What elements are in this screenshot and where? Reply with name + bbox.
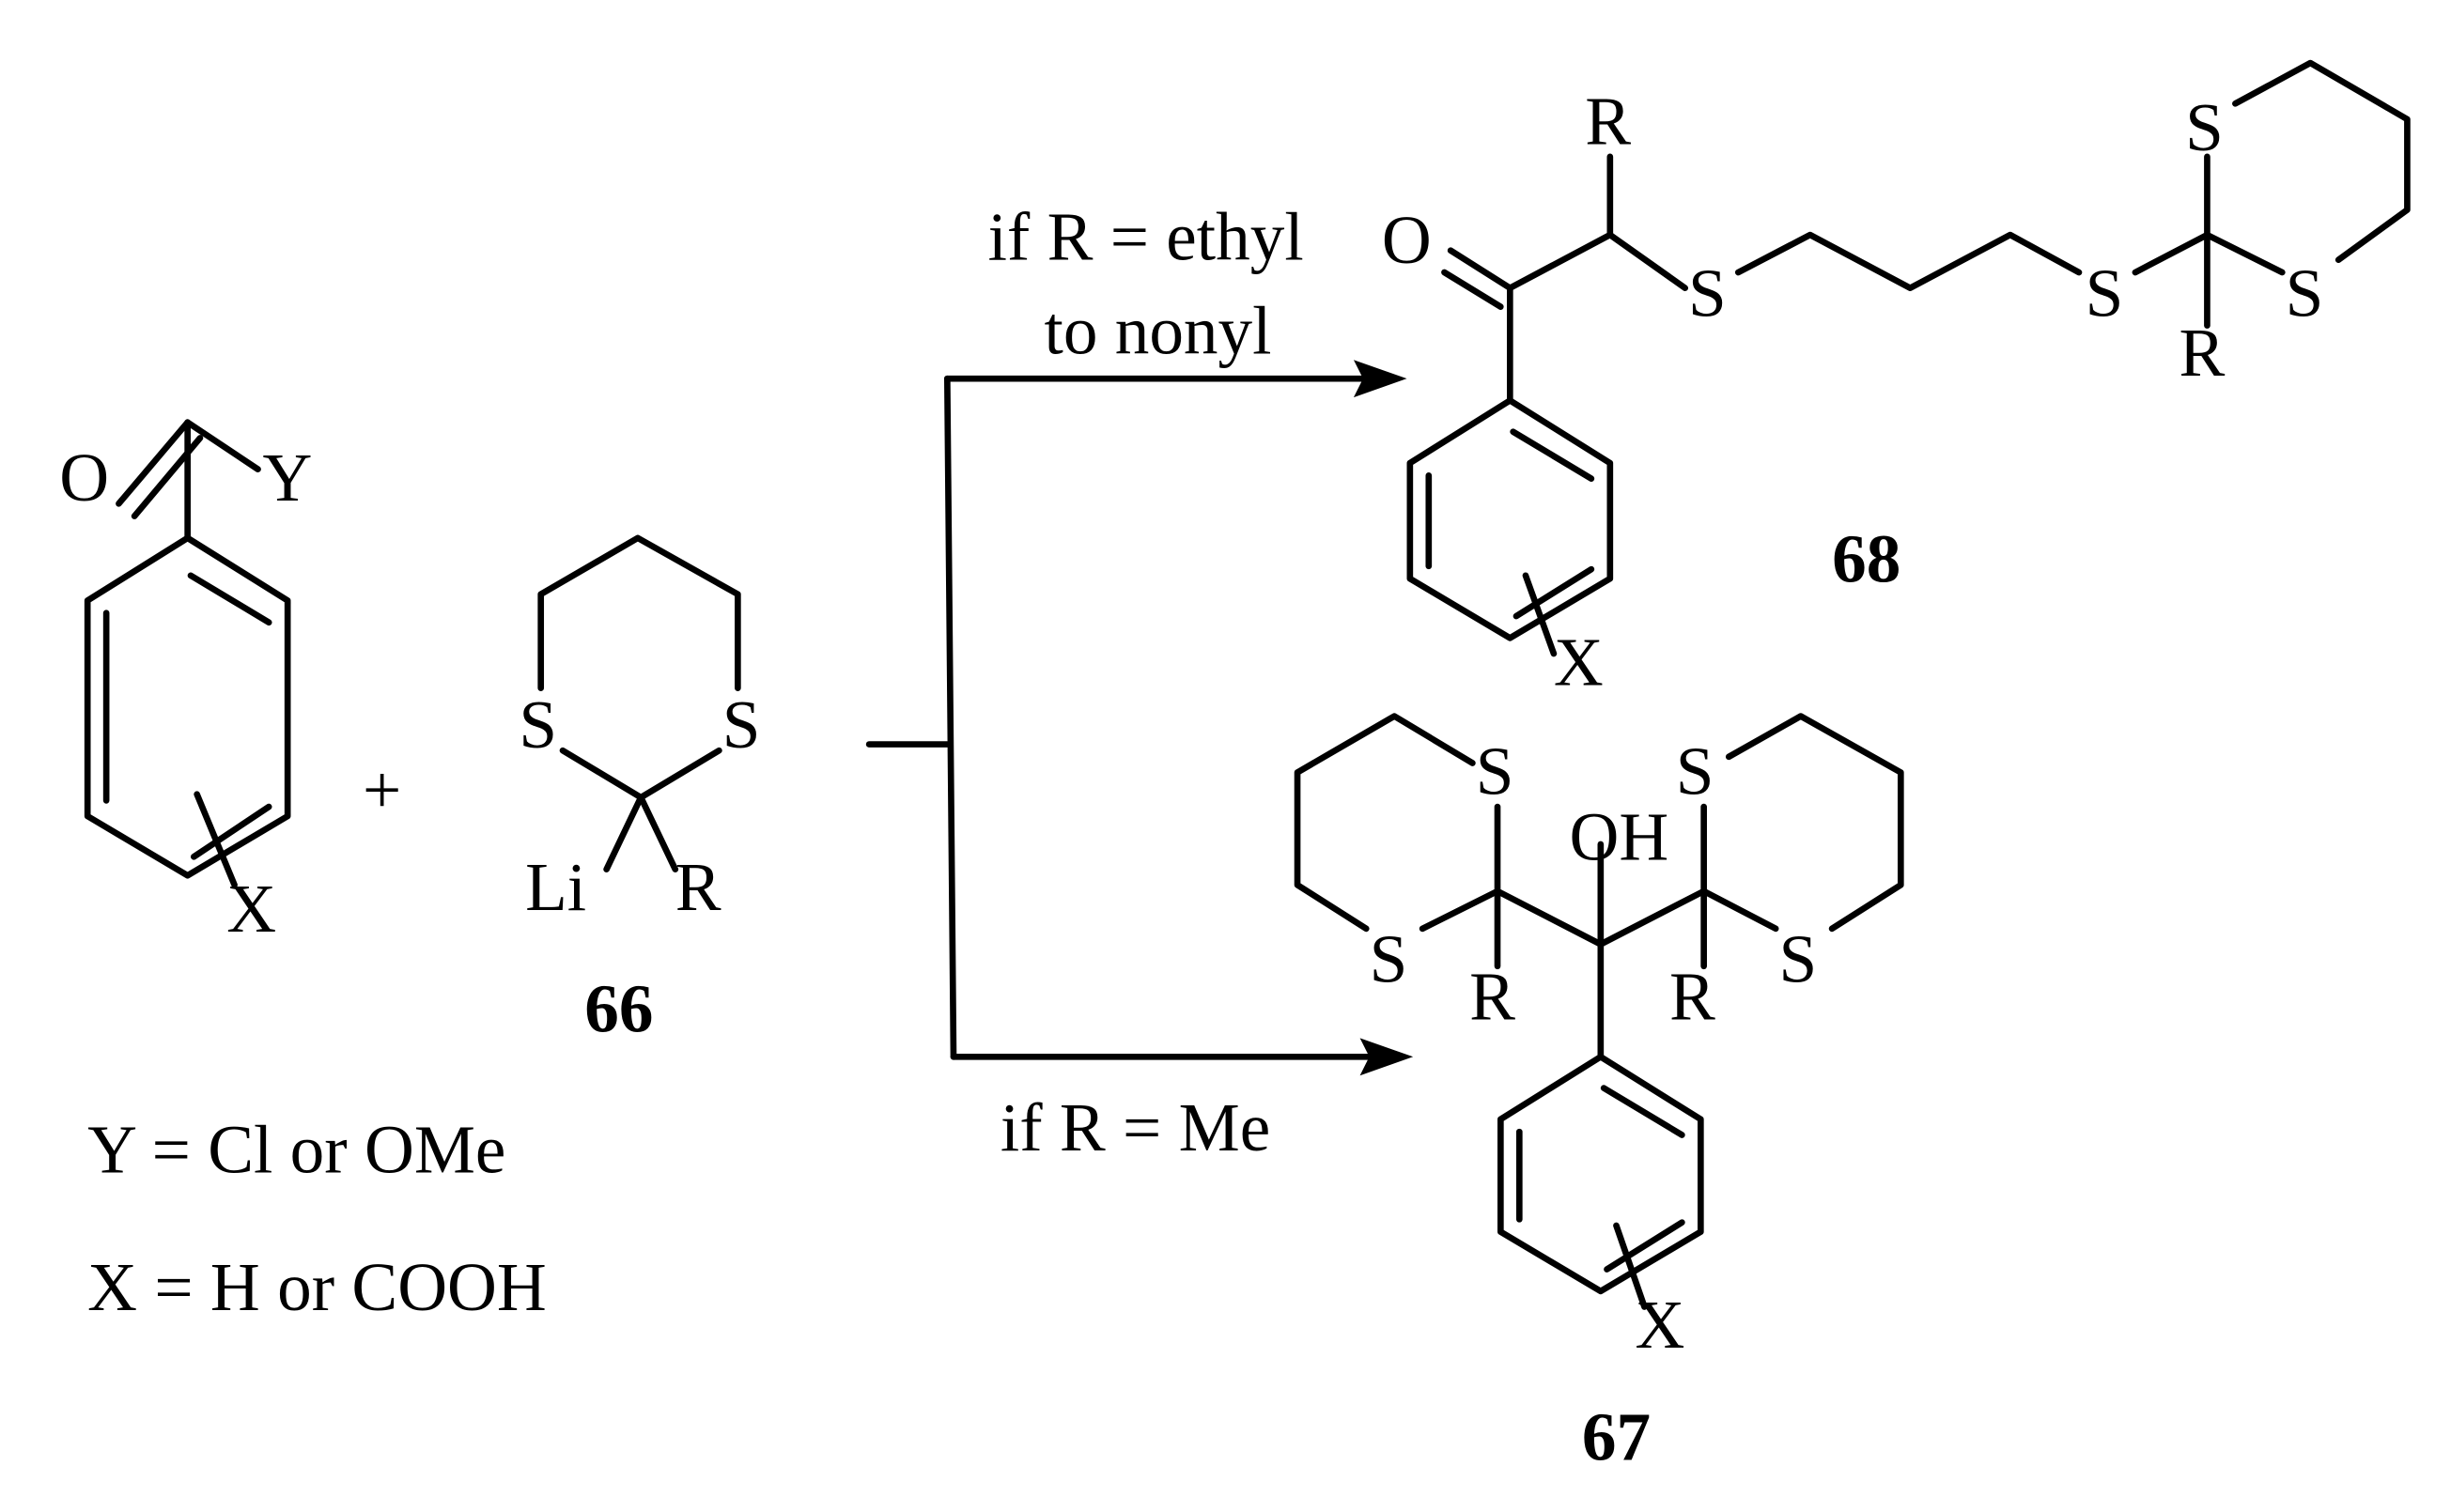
arrow-head-upper [1353, 360, 1407, 398]
atom-s2: S [1370, 920, 1408, 996]
benzoyl-reactant: O Y X [59, 419, 313, 947]
atom-s4: S [2286, 255, 2324, 332]
y-definition: Y = Cl or OMe [87, 1111, 505, 1187]
arrow-head-lower [1359, 1038, 1414, 1076]
atom-s4: S [1779, 920, 1818, 996]
condition-upper-line1: if R = ethyl [988, 199, 1304, 275]
atom-x: X [1635, 1287, 1684, 1363]
atom-r1: R [1469, 958, 1515, 1034]
atom-r-ring: R [2179, 315, 2225, 391]
atom-li: Li [525, 849, 586, 925]
atom-s3: S [2185, 89, 2224, 165]
atom-oh: OH [1570, 799, 1669, 875]
x-definition: X = H or COOH [87, 1249, 547, 1325]
atom-s1: S [1476, 733, 1514, 810]
atom-o: O [1382, 202, 1432, 278]
atom-s1: S [1688, 255, 1727, 332]
compound-66-label: 66 [584, 971, 653, 1047]
atom-y: Y [263, 440, 313, 516]
atom-s2: S [722, 687, 761, 763]
atom-s1: S [519, 687, 557, 763]
atom-s2: S [2086, 255, 2124, 332]
atom-r2: R [1669, 958, 1715, 1034]
atom-x: X [1554, 624, 1604, 700]
atom-r: R [675, 849, 721, 925]
atom-r-top: R [1585, 84, 1631, 160]
atom-x: X [226, 871, 276, 947]
atom-s3: S [1676, 733, 1714, 810]
dithiane-66: S S Li R 66 [519, 534, 761, 1047]
plus-sign: + [363, 752, 401, 828]
compound-67-label: 67 [1582, 1399, 1651, 1475]
product-68: R O S S S S R X 68 [1382, 59, 2411, 700]
condition-upper-line2: to nonyl [1044, 293, 1271, 369]
atom-o: O [59, 440, 109, 516]
product-67: S S S S OH R R X 67 [1294, 713, 1904, 1475]
branching-arrows: if R = ethyl to nonyl if R = Me [865, 199, 1414, 1165]
compound-68-label: 68 [1832, 520, 1900, 596]
condition-lower: if R = Me [1001, 1089, 1270, 1165]
